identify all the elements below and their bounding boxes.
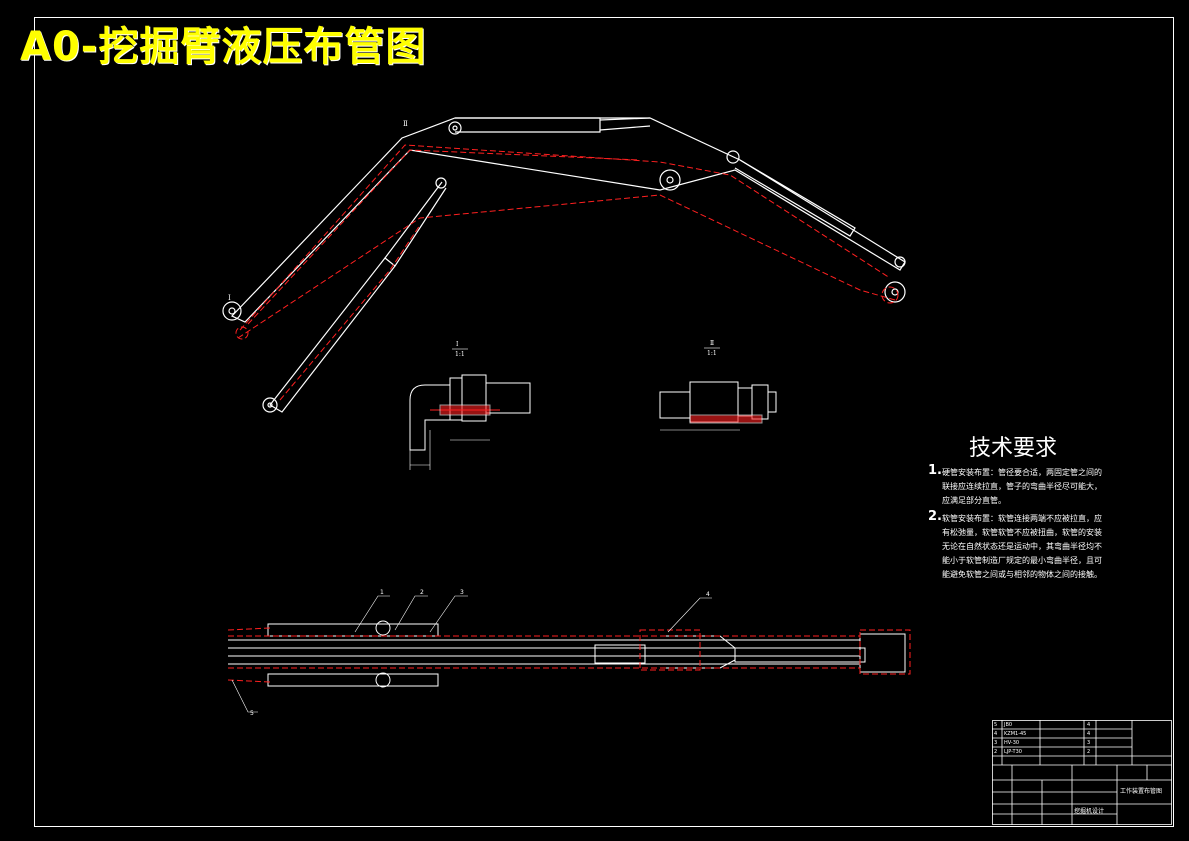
detail-1-label: Ⅰ 1:1 [452, 341, 468, 358]
callout-5: 5 [250, 710, 254, 717]
boom-outline [222, 117, 906, 413]
tb-row-3-no: 3 [994, 740, 998, 746]
tech-requirements: 技术要求 1. 硬管安装布置：管径要合适，两固定管之间的联接应连续拉直，管子的弯… [928, 430, 1108, 582]
plan-view [228, 620, 906, 688]
tb-row-3-qty: 3 [1087, 740, 1091, 746]
title-block-grid [992, 720, 1172, 825]
callout-2: 2 [420, 589, 424, 596]
detail-1-fitting [409, 374, 531, 470]
tech-item-1-text: 硬管安装布置：管径要合适，两固定管之间的联接应连续拉直，管子的弯曲半径尽可能大，… [942, 468, 1102, 505]
callout-3: 3 [460, 589, 464, 596]
tech-item-1: 1. 硬管安装布置：管径要合适，两固定管之间的联接应连续拉直，管子的弯曲半径尽可… [928, 463, 1108, 508]
tb-row-2-code: KZM1-45 [1004, 731, 1027, 737]
svg-text:Ⅱ: Ⅱ [710, 340, 714, 347]
tech-item-1-num: 1. [928, 463, 942, 478]
tb-row-2-qty: 4 [1087, 731, 1091, 737]
tb-row-1-code: JB0 [1004, 722, 1013, 728]
tb-company: 挖掘机设计 [1074, 808, 1105, 815]
tb-row-3-code: HV-30 [1004, 740, 1020, 746]
tech-item-2: 2. 软管安装布置：软管连接两端不应被拉直，应有松弛量，软管软管不应被扭曲，软管… [928, 509, 1108, 582]
svg-text:Ⅰ: Ⅰ [456, 341, 459, 348]
detail-2-fitting [659, 381, 777, 431]
drawing-border [34, 17, 1174, 827]
tb-drawing-name: 工作装置布管图 [1120, 788, 1163, 795]
marker-1: Ⅰ [228, 294, 231, 302]
tech-item-2-text: 软管安装布置：软管连接两端不应被拉直，应有松弛量，软管软管不应被扭曲，软管的安装… [942, 514, 1102, 579]
callout-1: 1 [380, 589, 384, 596]
tb-row-2-no: 4 [994, 731, 998, 737]
callout-4: 4 [706, 591, 710, 598]
tb-row-1-qty: 4 [1087, 722, 1091, 728]
drawing-title: A0-挖掘臂液压布管图 [20, 24, 427, 70]
svg-text:1:1: 1:1 [455, 351, 465, 358]
tech-requirements-heading: 技术要求 [968, 436, 1057, 461]
title-block: 5 JB0 4 4 KZM1-45 4 3 HV-30 3 2 LJP-T30 … [992, 720, 1172, 825]
tb-row-4-no: 2 [994, 749, 998, 755]
svg-text:1:1: 1:1 [707, 350, 717, 357]
detail-2-label: Ⅱ 1:1 [704, 340, 720, 357]
tb-row-4-qty: 2 [1087, 749, 1091, 755]
marker-2: Ⅱ [403, 120, 408, 128]
hydraulic-lines [235, 144, 899, 401]
tb-row-1-no: 5 [994, 722, 998, 728]
callout-leaders [231, 595, 712, 713]
tb-row-4-code: LJP-T30 [1004, 749, 1022, 755]
tech-item-2-num: 2. [928, 509, 942, 524]
